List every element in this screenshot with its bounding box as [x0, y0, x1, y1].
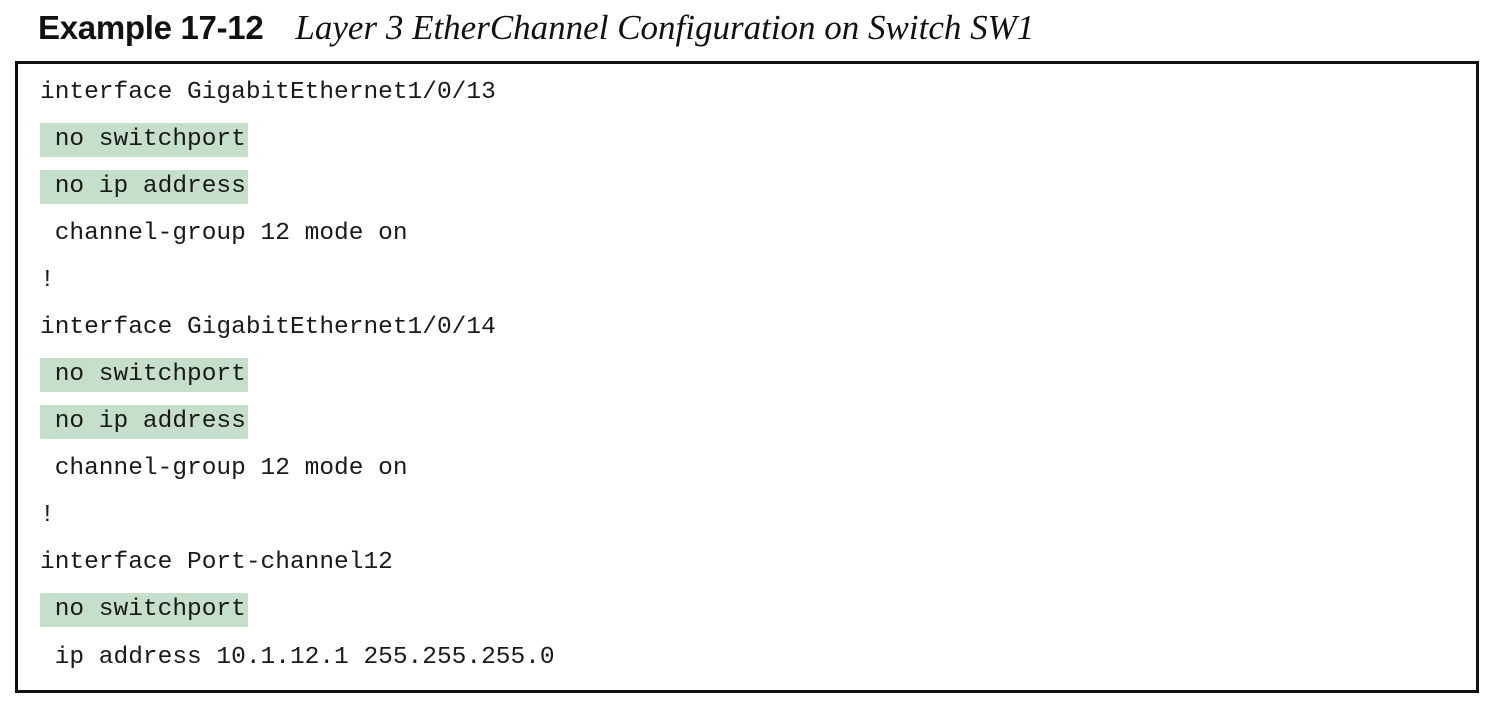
code-line: !: [40, 502, 55, 529]
code-line: ip address 10.1.12.1 255.255.255.0: [40, 644, 555, 671]
code-line: interface GigabitEthernet1/0/14: [40, 314, 496, 341]
example-title: Layer 3 EtherChannel Configuration on Sw…: [295, 8, 1035, 47]
code-line: no ip address: [40, 405, 248, 439]
code-line: no switchport: [40, 123, 248, 157]
code-line: interface Port-channel12: [40, 549, 393, 576]
code-line: no switchport: [40, 358, 248, 392]
code-line: channel-group 12 mode on: [40, 220, 408, 247]
code-line: no switchport: [40, 593, 248, 627]
code-line: !: [40, 267, 55, 294]
code-listing: interface GigabitEthernet1/0/13 no switc…: [15, 61, 1479, 693]
example-number: Example 17-12: [38, 9, 264, 46]
code-line: no ip address: [40, 170, 248, 204]
code-line: channel-group 12 mode on: [40, 455, 408, 482]
example-caption: Example 17-12 Layer 3 EtherChannel Config…: [38, 8, 1034, 48]
code-line: interface GigabitEthernet1/0/13: [40, 79, 496, 106]
